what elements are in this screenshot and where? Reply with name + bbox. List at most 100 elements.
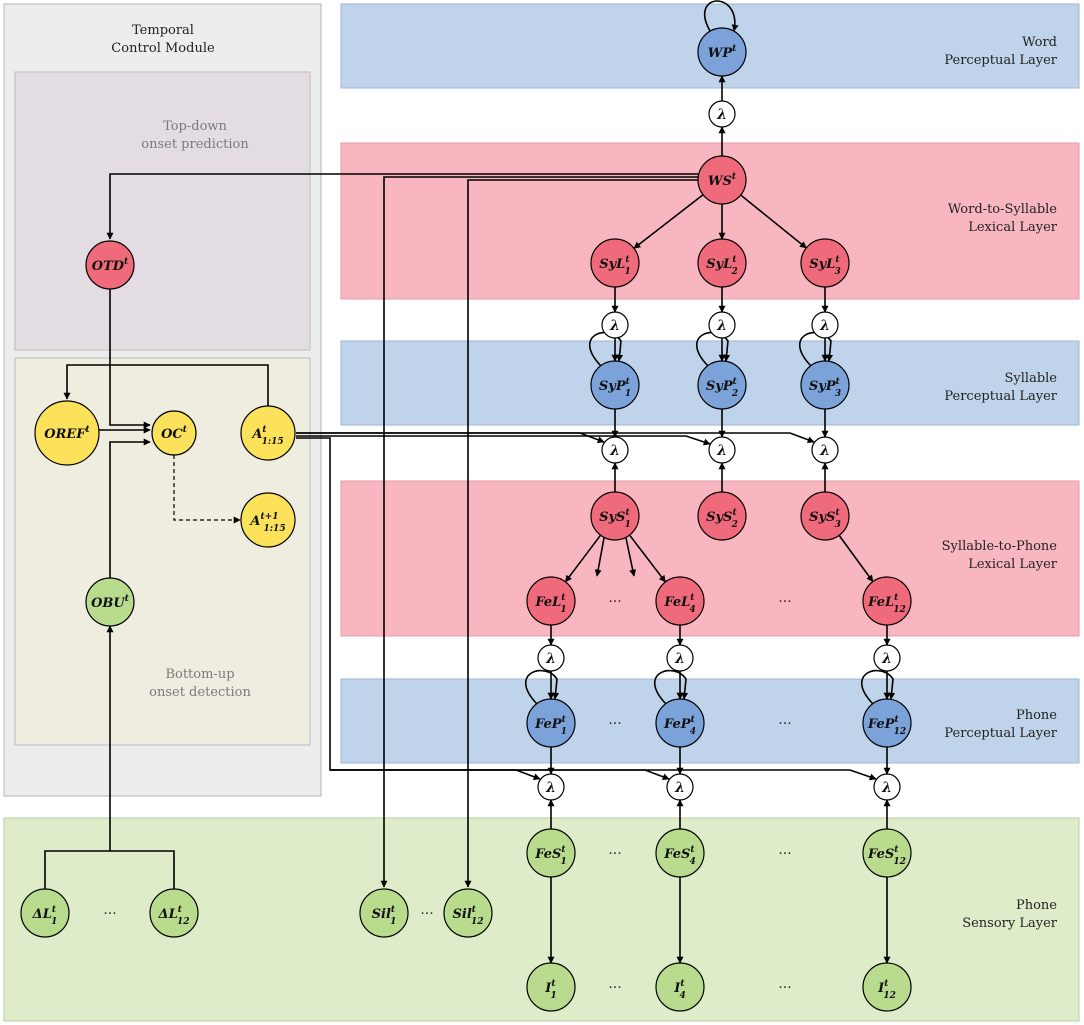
lambda-lamFeL1-label: λ [545, 651, 556, 667]
module-title-line1: Temporal [132, 23, 194, 38]
node-I1-circle [526, 962, 576, 1012]
lambda-lamW: λ [708, 100, 736, 128]
node-OREF: OREFt [34, 400, 100, 466]
edge-SyS1-FeL4 [628, 534, 667, 583]
lambda-lamFeL12-circle [873, 644, 901, 672]
node-FeL1-circle [526, 576, 576, 626]
lambda-lamFeS4: λ [666, 773, 694, 801]
edge-A-lamFeS12 [330, 769, 877, 781]
node-Sil12-circle [443, 888, 493, 938]
lambda-lamSyS2: λ [708, 436, 736, 464]
ellipsis-0: ··· [608, 594, 621, 610]
lambda-lamFeL4-circle [666, 644, 694, 672]
word-perceptual-label-line1: Word [1022, 35, 1057, 50]
node-Sil1-circle [359, 888, 409, 938]
self-loop-FeP1 [524, 669, 560, 705]
syllable-perceptual-label-line1: Syllable [1005, 371, 1058, 386]
lambda-lamSyL1-label: λ [609, 318, 620, 334]
lambda-lamSyL3: λ [811, 311, 839, 339]
word-perceptual-label-line2: Perceptual Layer [944, 53, 1057, 68]
node-FeP12-circle [862, 698, 912, 748]
node-I12-circle [862, 962, 912, 1012]
phone-perceptual-label-line1: Phone [1016, 708, 1057, 723]
lambda-lamSyL2-circle [708, 311, 736, 339]
self-loop-FeP12 [860, 669, 896, 705]
lambda-lamSyL3-label: λ [819, 318, 830, 334]
lambda-lamSyS1-label: λ [609, 443, 620, 459]
edge-SyS1-stub-b [625, 537, 637, 577]
syllable-to-phone-label-line1: Syllable-to-Phone [942, 539, 1058, 554]
topdown-onset-prediction-box [14, 71, 311, 351]
ellipsis-4: ··· [608, 846, 621, 862]
node-I4-circle [655, 962, 705, 1012]
edge-WS-Sil12 [464, 179, 698, 888]
node-OBU-label: OBUt [91, 594, 130, 611]
self-loop-WP [703, 0, 739, 32]
lambda-lamFeS4-circle [666, 773, 694, 801]
node-OTD: OTDt [85, 240, 135, 290]
node-OC: OCt [151, 410, 197, 456]
self-loop-SyP3 [798, 331, 834, 367]
self-loop-FeP4 [653, 669, 689, 705]
node-FeP4-circle [655, 698, 705, 748]
syllable-perceptual-label-line2: Perceptual Layer [944, 389, 1057, 404]
edge-OTD-OC [109, 289, 151, 429]
node-SyL3-circle [800, 238, 850, 288]
node-OBU-circle [85, 577, 135, 627]
lambda-lamSyL1-circle [601, 311, 629, 339]
node-DL12-circle [149, 888, 199, 938]
lambda-lamSyS3: λ [811, 436, 839, 464]
ellipses: ······························ [103, 594, 791, 996]
lambda-lamSyL3-circle [811, 311, 839, 339]
node-Anext-circle [240, 492, 296, 548]
node-SyP2-circle [697, 360, 747, 410]
node-OTD-label: OTDt [92, 257, 129, 274]
node-FeS12-circle [862, 828, 912, 878]
node-SyS2-circle [697, 491, 747, 541]
node-OREF-label: OREFt [44, 425, 90, 442]
lambda-lamSyL2: λ [708, 311, 736, 339]
node-FeP1-circle [526, 698, 576, 748]
syllable-to-phone-label-line2: Lexical Layer [968, 557, 1058, 572]
lambda-lamW-label: λ [716, 107, 727, 123]
node-OC-label: OCt [161, 425, 188, 442]
node-WS-label: WSt [708, 172, 737, 189]
bottomup-label-line1: Bottom-up [165, 667, 234, 682]
word-to-syllable-label-line2: Lexical Layer [968, 220, 1058, 235]
edge-SyS3-FeL12 [838, 534, 874, 583]
node-WP: WPt [697, 27, 747, 77]
